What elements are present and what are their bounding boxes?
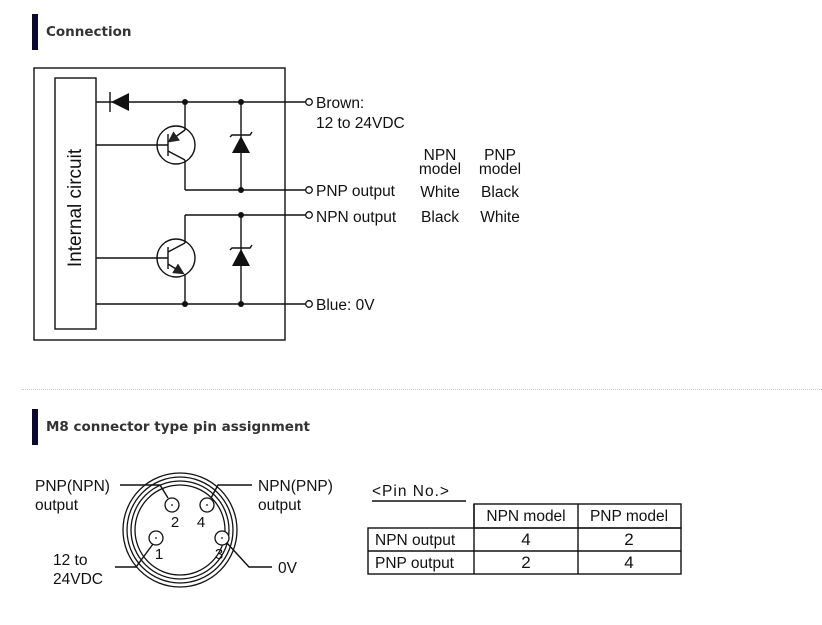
terminal-pnp-output-icon: [305, 186, 313, 194]
m8-connector: 2 4 1 3 PNP(NPN) output NPN(PNP) output …: [35, 472, 333, 588]
pin-table-cell: 4: [521, 530, 530, 549]
pin-1-icon: [148, 530, 164, 546]
connector-ring: [126, 476, 234, 584]
pin-table-cell: 4: [624, 553, 633, 572]
color-header-pnp-line2: model: [479, 161, 521, 178]
zener-diode-icon: [229, 215, 253, 304]
m8-heading-text: M8 connector type pin assignment: [46, 419, 311, 435]
color-cell: Black: [481, 184, 519, 201]
pnp-npn-output-label-line2: output: [35, 497, 79, 514]
connection-circuit: Internal circuit: [33, 67, 521, 341]
terminal-brown-icon: [305, 98, 313, 106]
connector-ring-inner: [134, 484, 226, 576]
pin-table-row-label: NPN output: [375, 532, 456, 549]
connection-heading-text: Connection: [46, 24, 132, 40]
junction-dot: [238, 301, 244, 307]
npn-transistor-icon: [96, 215, 196, 304]
leader-line-pin3: [226, 542, 272, 568]
supply-label-line1: 12 to: [53, 552, 87, 569]
zero-volt-label: 0V: [278, 560, 298, 577]
leader-line-pin2: [120, 484, 169, 499]
leader-line-pin1: [115, 543, 154, 568]
diode-icon: [109, 92, 129, 112]
brown-label-line1: Brown:: [316, 95, 364, 112]
circuit-outer-box: [33, 67, 286, 341]
terminal-npn-output-icon: [305, 211, 313, 219]
zener-diode-icon: [229, 102, 253, 190]
internal-circuit-box: [54, 77, 97, 330]
color-cell: White: [480, 209, 520, 226]
pnp-npn-output-label-line1: PNP(NPN): [35, 478, 110, 495]
pin-number-3: 3: [215, 546, 223, 563]
pin-table-row-label: PNP output: [375, 555, 455, 572]
m8-heading: M8 connector type pin assignment: [32, 409, 310, 445]
supply-label-line2: 24VDC: [53, 571, 103, 588]
pin-table-cell: 2: [521, 553, 530, 572]
pin-table-header-npn: NPN model: [486, 508, 565, 525]
pnp-output-label: PNP output: [316, 183, 396, 200]
pin-table: <Pin No.> NPN model PNP model NPN output…: [367, 483, 682, 575]
pin-2-icon: [164, 497, 180, 513]
color-header-npn-line1: NPN: [424, 147, 457, 164]
pin-3-icon: [214, 530, 230, 546]
npn-output-label: NPN output: [316, 209, 397, 226]
pin-table-cell: 2: [624, 530, 633, 549]
pin-number-1: 1: [155, 546, 163, 563]
junction-dot: [182, 301, 188, 307]
section-divider: [22, 389, 822, 390]
color-header-pnp-line1: PNP: [484, 147, 516, 164]
color-header-npn-line2: model: [419, 161, 461, 178]
brown-label-line2: 12 to 24VDC: [316, 115, 405, 132]
npn-pnp-output-label-line2: output: [258, 497, 302, 514]
color-cell: White: [420, 184, 460, 201]
blue-label: Blue: 0V: [316, 297, 375, 314]
color-cell: Black: [421, 209, 459, 226]
pnp-transistor-icon: [96, 102, 196, 190]
leader-line-pin4: [210, 484, 252, 499]
npn-pnp-output-label-line1: NPN(PNP): [258, 478, 333, 495]
pin-number-4: 4: [197, 514, 205, 531]
pin-table-title: <Pin No.>: [372, 483, 450, 500]
connector-ring: [130, 480, 230, 580]
connector-ring-outer: [122, 472, 238, 588]
pin-number-2: 2: [171, 514, 179, 531]
pin-table-header-pnp: PNP model: [590, 508, 668, 525]
internal-circuit-label: Internal circuit: [65, 148, 86, 267]
terminal-blue-icon: [305, 300, 313, 308]
connection-heading: Connection: [32, 14, 132, 50]
pin-4-icon: [199, 497, 215, 513]
